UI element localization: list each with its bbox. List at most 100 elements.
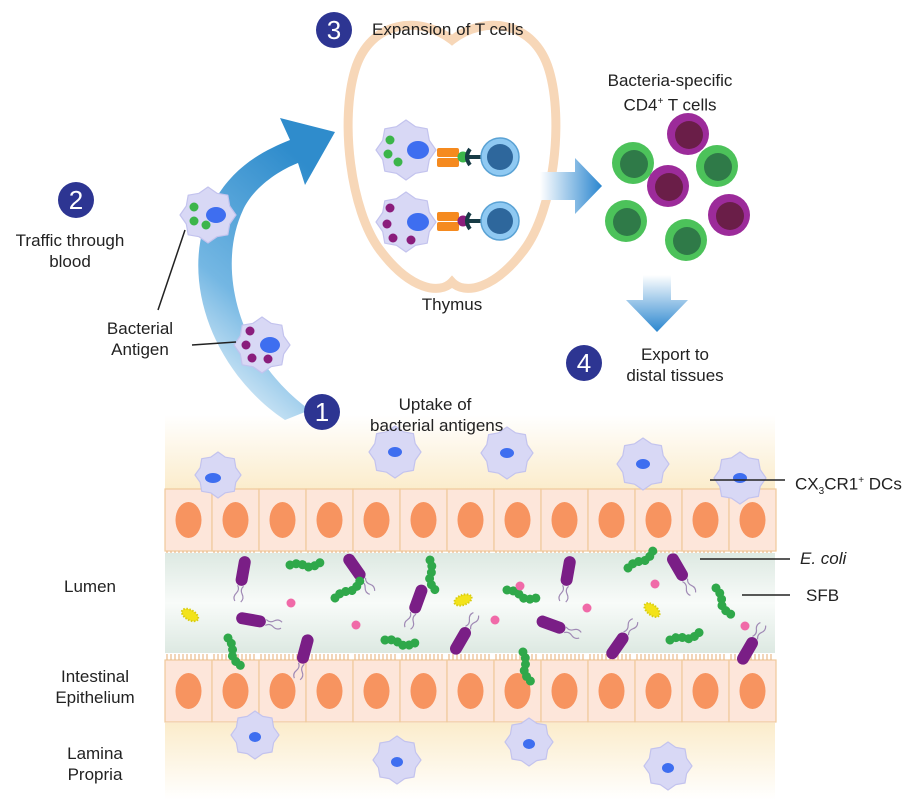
microvilli [495,654,537,660]
tcell-green [665,219,707,261]
tcell-nucleus [673,227,701,255]
tcell-purple [667,113,709,155]
tcell-green [612,142,654,184]
mhc-top [437,212,459,221]
dendritic-cell [616,437,670,491]
traffic-arrow [198,118,335,420]
sfb-segment [525,676,535,686]
microvilli [542,654,584,660]
antigen-dot [241,340,251,350]
dendritic-cell [504,717,554,767]
microvilli [354,654,396,660]
sfb-label: SFB [806,586,840,605]
ecoli [667,553,697,597]
sfb [711,583,736,619]
tcell-nucleus [620,150,648,178]
sfb-segment [427,561,437,571]
dendritic-cell [233,316,291,374]
epithelial-nucleus [363,502,390,538]
expansion-arrow [540,158,602,214]
ecoli-label: E. coli [800,549,847,568]
sfb-segment [717,594,727,604]
lamina-label: Lamina Propria [45,743,145,785]
dendritic-cell-nucleus [733,473,747,483]
ecoli-flagella [682,578,697,597]
antigen-dot [385,203,395,213]
ecoli-flagella [233,584,244,603]
dc-mid: CR1 [824,474,859,494]
epithelial-nucleus [410,673,437,709]
step-1-line1: Uptake of [398,395,472,414]
antigen-dot [247,353,257,363]
immune-synapse [437,137,520,177]
ecoli [293,634,314,681]
ecoli [606,618,639,660]
step-4-line1: Export to [640,345,710,364]
immune-synapse [437,201,520,241]
ecoli-body [236,612,266,628]
antigen-dot [393,157,403,167]
ecoli [558,556,576,603]
antigen-dot [388,233,398,243]
epithelial-nucleus [692,673,719,709]
microvilli [636,654,678,660]
bacterial-antigen-line2: Antigen [111,340,169,359]
dendritic-cell [713,451,767,505]
epithelial-nucleus [739,502,766,538]
dendritic-cell-nucleus [391,757,403,767]
epithelial-nucleus [504,673,531,709]
epithelium-label: Intestinal Epithelium [40,666,150,708]
cells-layer [179,113,767,791]
epithelial-nucleus [363,673,390,709]
ecoli-body [450,627,471,655]
tcells-label: Bacteria-specific CD4+ T cells [585,70,755,116]
ecoli-body [409,584,428,614]
ecoli-body [606,632,629,660]
ecoli-flagella [465,611,480,630]
epithelium-line2: Epithelium [55,688,135,707]
dendritic-cell [179,186,237,244]
antigen-dot [406,235,416,245]
ecoli [536,615,582,640]
bacterial-antigen-line1: Bacterial [106,319,174,338]
microvilli [448,654,490,660]
antigen-dot [201,220,211,230]
epithelial-nucleus [598,502,625,538]
ecoli-body [560,556,576,586]
sfb [223,633,245,670]
ecoli-body [296,634,314,664]
antigen-dot [385,135,395,145]
dendritic-cell-nucleus [407,141,429,159]
mhc-bottom [437,158,459,167]
dendritic-cell [194,451,242,499]
ecoli [737,621,767,665]
ecoli-flagella [623,618,639,636]
epithelial-nucleus [175,502,202,538]
epithelial-nucleus [457,502,484,538]
sfb [623,546,658,573]
lamina-line1: Lamina [67,744,123,763]
dendritic-cell-nucleus [205,473,221,483]
sfb-segment [315,558,325,568]
sfb [425,555,440,595]
dendritic-cell [375,191,437,253]
leader-antigen-purple [191,341,237,346]
antigen-dot [263,354,273,364]
sfb-segment [531,593,541,603]
dendritic-cell [480,426,534,480]
sfb-segment [520,653,530,663]
dendritic-cell-nucleus [636,459,650,469]
dendritic-cell-nucleus [662,763,674,773]
pink-particle [286,598,296,608]
dc-sup: + [858,475,865,486]
dendritic-cell [372,735,422,785]
pink-particle [515,581,525,591]
step-2-line1: Traffic through [15,231,125,250]
tcells-cd4: CD4 [623,95,658,115]
tcells-line1: Bacteria-specific [607,71,733,90]
tcell-nucleus [655,173,683,201]
sfb-segment [648,546,658,556]
naive-t-cell-nucleus [487,144,513,170]
tcells-suffix: T cells [663,95,717,115]
lamina-propria-top [165,415,775,490]
